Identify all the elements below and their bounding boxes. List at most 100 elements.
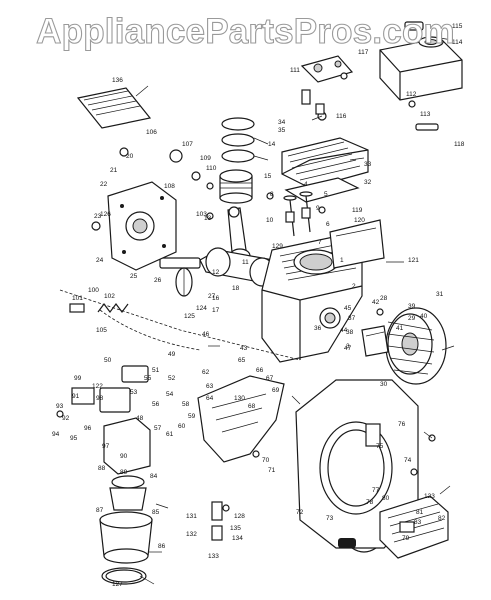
callout: 62 bbox=[202, 369, 210, 376]
callout: 116 bbox=[336, 113, 347, 120]
callout: 69 bbox=[272, 387, 280, 394]
callout: 109 bbox=[200, 155, 211, 162]
callout: 132 bbox=[186, 531, 197, 538]
callout: 127 bbox=[112, 581, 123, 588]
callout: 91 bbox=[72, 393, 80, 400]
callout: 97 bbox=[102, 443, 110, 450]
callout: 71 bbox=[268, 467, 276, 474]
callout: 106 bbox=[146, 129, 157, 136]
breather-cover bbox=[329, 219, 385, 269]
callout: 112 bbox=[406, 91, 417, 98]
callout: 133 bbox=[208, 553, 219, 560]
callout: 75 bbox=[376, 443, 384, 450]
callout: 119 bbox=[352, 207, 363, 214]
callout: 74 bbox=[404, 457, 412, 464]
callout: 45 bbox=[344, 305, 352, 312]
callout: 36 bbox=[314, 325, 322, 332]
callout: 123 bbox=[424, 493, 435, 500]
governor-spring bbox=[97, 303, 129, 313]
air-baffle bbox=[197, 375, 285, 463]
exhaust-gasket bbox=[300, 55, 354, 83]
callout: 43 bbox=[240, 345, 248, 352]
callout: 32 bbox=[364, 179, 372, 186]
callout: 44 bbox=[340, 327, 348, 334]
callout: 103 bbox=[196, 211, 207, 218]
cam-gear bbox=[175, 267, 193, 297]
callout: 101 bbox=[72, 295, 83, 302]
callout: 79 bbox=[402, 535, 410, 542]
callout: 86 bbox=[158, 543, 166, 550]
callout: 98 bbox=[96, 395, 104, 402]
callout: 93 bbox=[56, 403, 64, 410]
callout: 114 bbox=[452, 39, 463, 46]
callout: 95 bbox=[70, 435, 78, 442]
callout: 117 bbox=[358, 49, 369, 56]
callout: 81 bbox=[416, 509, 424, 516]
blower-housing bbox=[295, 379, 419, 549]
callout: 41 bbox=[396, 325, 404, 332]
callout: 51 bbox=[152, 367, 160, 374]
callout: 78 bbox=[366, 499, 374, 506]
callout: 8 bbox=[270, 191, 274, 198]
bowl-gasket bbox=[101, 567, 147, 585]
callout: 52 bbox=[168, 375, 176, 382]
callout: 83 bbox=[414, 519, 422, 526]
callout: 76 bbox=[398, 421, 406, 428]
callout: 39 bbox=[408, 303, 416, 310]
callout: 27 bbox=[208, 293, 216, 300]
callout: 124 bbox=[196, 305, 207, 312]
callout: 56 bbox=[152, 401, 160, 408]
callout: 50 bbox=[104, 357, 112, 364]
callout: 99 bbox=[74, 375, 82, 382]
callout: 67 bbox=[266, 375, 274, 382]
callout: 47 bbox=[344, 345, 352, 352]
callout: 60 bbox=[178, 423, 186, 430]
callout: 25 bbox=[130, 273, 138, 280]
callout: 30 bbox=[380, 381, 388, 388]
callout: 80 bbox=[382, 495, 390, 502]
callout: 115 bbox=[452, 23, 463, 30]
callout: 15 bbox=[264, 173, 272, 180]
callout: 122 bbox=[92, 383, 103, 390]
carburetor bbox=[99, 365, 151, 511]
callout: 118 bbox=[454, 141, 465, 148]
callout: 18 bbox=[232, 285, 240, 292]
callout: 26 bbox=[154, 277, 162, 284]
callout: 21 bbox=[110, 167, 118, 174]
callout: 4 bbox=[304, 181, 308, 188]
starter-handle bbox=[338, 538, 377, 553]
callout: 88 bbox=[98, 465, 106, 472]
callout: 49 bbox=[168, 351, 176, 358]
callout: 135 bbox=[230, 525, 241, 532]
callout: 3 bbox=[346, 343, 350, 350]
callout: 108 bbox=[164, 183, 175, 190]
callout: 48 bbox=[136, 415, 144, 422]
callout: 37 bbox=[348, 315, 356, 322]
callout: 57 bbox=[154, 425, 162, 432]
callout: 73 bbox=[326, 515, 334, 522]
flywheel bbox=[385, 307, 447, 385]
callout: 68 bbox=[248, 403, 256, 410]
watermark-logo: AppliancePartsPros.com bbox=[36, 11, 456, 51]
callout: 9 bbox=[316, 205, 320, 212]
callout-labels: 115 114 111 112 113 118 117 116 119 120 … bbox=[52, 23, 465, 588]
callout: 46 bbox=[202, 331, 210, 338]
recoil-starter bbox=[379, 495, 449, 559]
callout: 110 bbox=[206, 165, 217, 172]
callout: 59 bbox=[188, 413, 196, 420]
callout: 20 bbox=[126, 153, 134, 160]
callout: 63 bbox=[206, 383, 214, 390]
callout: 14 bbox=[268, 141, 276, 148]
callout: 12 bbox=[212, 269, 220, 276]
callout: 53 bbox=[130, 389, 138, 396]
callout: 23 bbox=[94, 213, 102, 220]
leader-lines bbox=[135, 25, 455, 585]
callout: 22 bbox=[100, 181, 108, 188]
callout: 6 bbox=[326, 221, 330, 228]
callout: 134 bbox=[232, 535, 243, 542]
callout: 100 bbox=[88, 287, 99, 294]
callout: 129 bbox=[272, 243, 283, 250]
callout: 10 bbox=[266, 217, 274, 224]
callout: 105 bbox=[96, 327, 107, 334]
